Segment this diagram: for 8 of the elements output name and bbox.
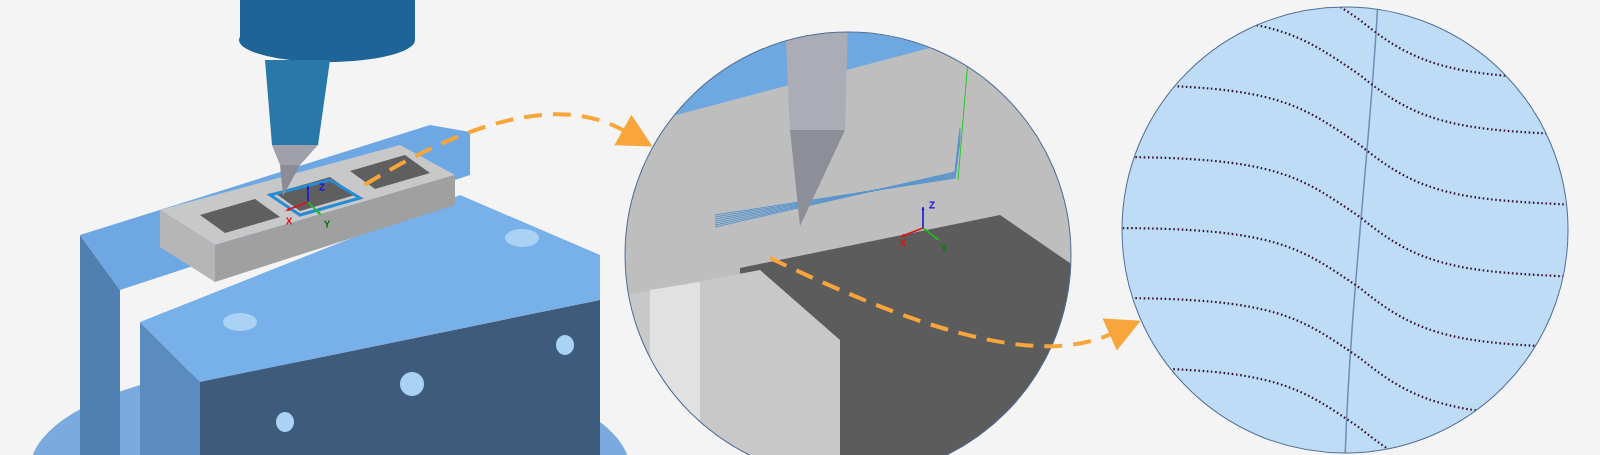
- axis-label: Y: [940, 244, 948, 252]
- axis-label: Z: [929, 201, 935, 209]
- axis-label: X: [899, 239, 907, 247]
- zoom-circle-drawing: [1121, 6, 1569, 454]
- machining-drawing: [30, 0, 630, 455]
- axis-label: X: [285, 217, 293, 225]
- axis-label: Z: [319, 183, 325, 191]
- axis-label: Y: [323, 220, 331, 228]
